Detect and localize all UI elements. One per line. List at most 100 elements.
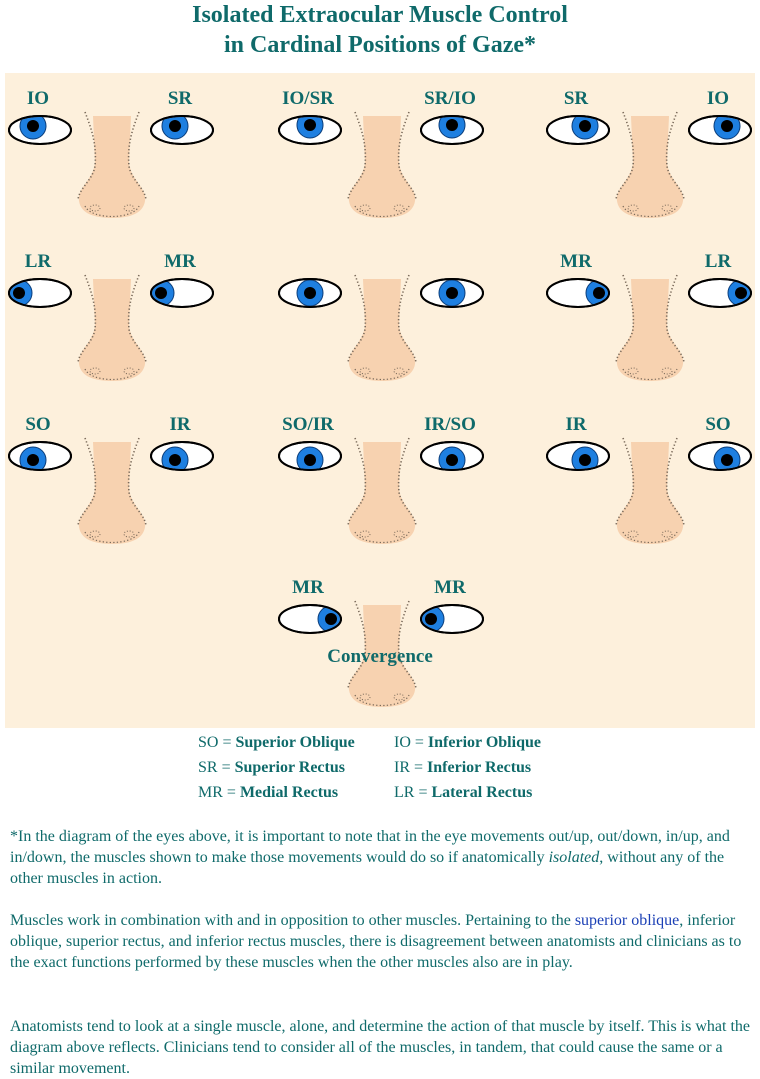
muscle-label-right-right: MR (164, 251, 196, 272)
note-paragraph-1: *In the diagram of the eyes above, it is… (10, 828, 730, 887)
nose-left-tip (622, 368, 678, 380)
nose-left-nostril-right (661, 367, 673, 375)
eye-right-down-left (688, 441, 752, 471)
muscle-label-left-right: LR (24, 251, 52, 272)
eye-left-up-right-pupil (27, 120, 39, 132)
face-right-drawing (8, 274, 214, 381)
eye-left-right-pupil (13, 287, 25, 299)
nose-right-nostril-left (89, 367, 101, 375)
nose-down-shade-left (347, 437, 367, 527)
nose-up-right-tip (84, 205, 140, 217)
nose-convergence-nostril-left (359, 693, 371, 701)
legend-item-lr: LR = Lateral Rectus (394, 784, 533, 801)
nose-up-nostril-left (359, 204, 371, 212)
nose-up-tip (354, 205, 410, 217)
eye-right-up-left (688, 115, 752, 145)
muscle-label-left-down-left: IR (565, 414, 587, 435)
nose-convergence-tip (354, 694, 410, 706)
face-down-drawing (278, 437, 484, 544)
nose-down-right-shade-right (127, 437, 147, 527)
nose-left-shade-right (665, 274, 685, 364)
title-line-2: in Cardinal Positions of Gaze* (223, 32, 536, 58)
nose-left (615, 274, 685, 381)
legend-item-mr: MR = Medial Rectus (198, 784, 339, 801)
nose-right-shade-right (127, 274, 147, 364)
nose-up-right-nostril-left (89, 204, 101, 212)
note-paragraph-2: Muscles work in combination with and in … (10, 912, 742, 971)
nose-convergence-shade-left (347, 600, 367, 690)
eye-right-down-pupil (446, 454, 458, 466)
eye-right-down-left-pupil (721, 454, 733, 466)
nose-right-bridge (78, 279, 146, 381)
muscle-label-left-left: MR (560, 251, 592, 272)
face-center (277, 251, 487, 401)
legend-item-sr: SR = Superior Rectus (198, 759, 345, 776)
nose-down-right (77, 437, 147, 544)
muscle-label-left-up-right: IO (26, 88, 50, 109)
nose-up (347, 111, 417, 218)
nose-up-shade-right (397, 111, 417, 201)
legend-item-ir: IR = Inferior Rectus (394, 759, 532, 776)
eye-right-center-pupil (446, 287, 458, 299)
nose-right-tip (84, 368, 140, 380)
eye-left-up-right (8, 115, 72, 145)
nose-down-left-nostril-right (661, 530, 673, 538)
nose-down-nostril-right (393, 530, 405, 538)
nose-up-shade-left (347, 111, 367, 201)
eye-left-down-left-pupil (579, 454, 591, 466)
eye-right-convergence-pupil (425, 613, 437, 625)
nose-down-shade-right (397, 437, 417, 527)
nose-down-left-bridge (616, 442, 684, 544)
muscle-label-left-down-right: SO (25, 414, 51, 435)
nose-right-nostril-right (123, 367, 135, 375)
nose-down-right-nostril-left (89, 530, 101, 538)
nose-up-right-shade-left (77, 111, 97, 201)
nose-up-bridge (348, 116, 416, 218)
eye-left-convergence-pupil (325, 613, 337, 625)
face-up-drawing (278, 111, 484, 218)
face-up-right: IO SR (7, 88, 217, 238)
nose-up-left-shade-right (665, 111, 685, 201)
muscle-label-left-down: SO/IR (282, 414, 334, 435)
convergence-caption: Convergence (327, 646, 433, 667)
nose-up-left-shade-left (615, 111, 635, 201)
eye-left-up-left-pupil (579, 120, 591, 132)
nose-center-shade-left (347, 274, 367, 364)
eye-left-up-pupil (304, 119, 316, 131)
eye-right-down (420, 441, 484, 471)
eye-left-center (278, 278, 342, 308)
nose-center-bridge (348, 279, 416, 381)
nose-down-right-nostril-right (123, 530, 135, 538)
nose-up-nostril-right (393, 204, 405, 212)
nose-up-left-tip (622, 205, 678, 217)
eye-right-left (688, 278, 752, 308)
eye-left-center-pupil (304, 287, 316, 299)
nose-down-nostril-left (359, 530, 371, 538)
nose-up-left (615, 111, 685, 218)
nose-right-shade-left (77, 274, 97, 364)
nose-left-nostril-left (627, 367, 639, 375)
eye-left-down-pupil (304, 454, 316, 466)
eye-right-down-right-pupil (169, 454, 181, 466)
face-up-right-drawing (8, 111, 214, 218)
eye-left-down (278, 441, 342, 471)
muscle-label-right-convergence: MR (434, 577, 466, 598)
nose-down-tip (354, 531, 410, 543)
nose-down-left-tip (622, 531, 678, 543)
eye-left-up (278, 115, 342, 145)
nose-center-tip (354, 368, 410, 380)
face-up-left-drawing (546, 111, 752, 218)
nose-up-right (77, 111, 147, 218)
nose-down-left (615, 437, 685, 544)
nose-down-left-shade-right (665, 437, 685, 527)
muscle-label-right-up-right: SR (167, 88, 193, 109)
muscle-label-right-up-left: IO (706, 88, 730, 109)
face-down-left-drawing (546, 437, 752, 544)
eye-left-right (8, 278, 72, 308)
nose-up-right-bridge (78, 116, 146, 218)
